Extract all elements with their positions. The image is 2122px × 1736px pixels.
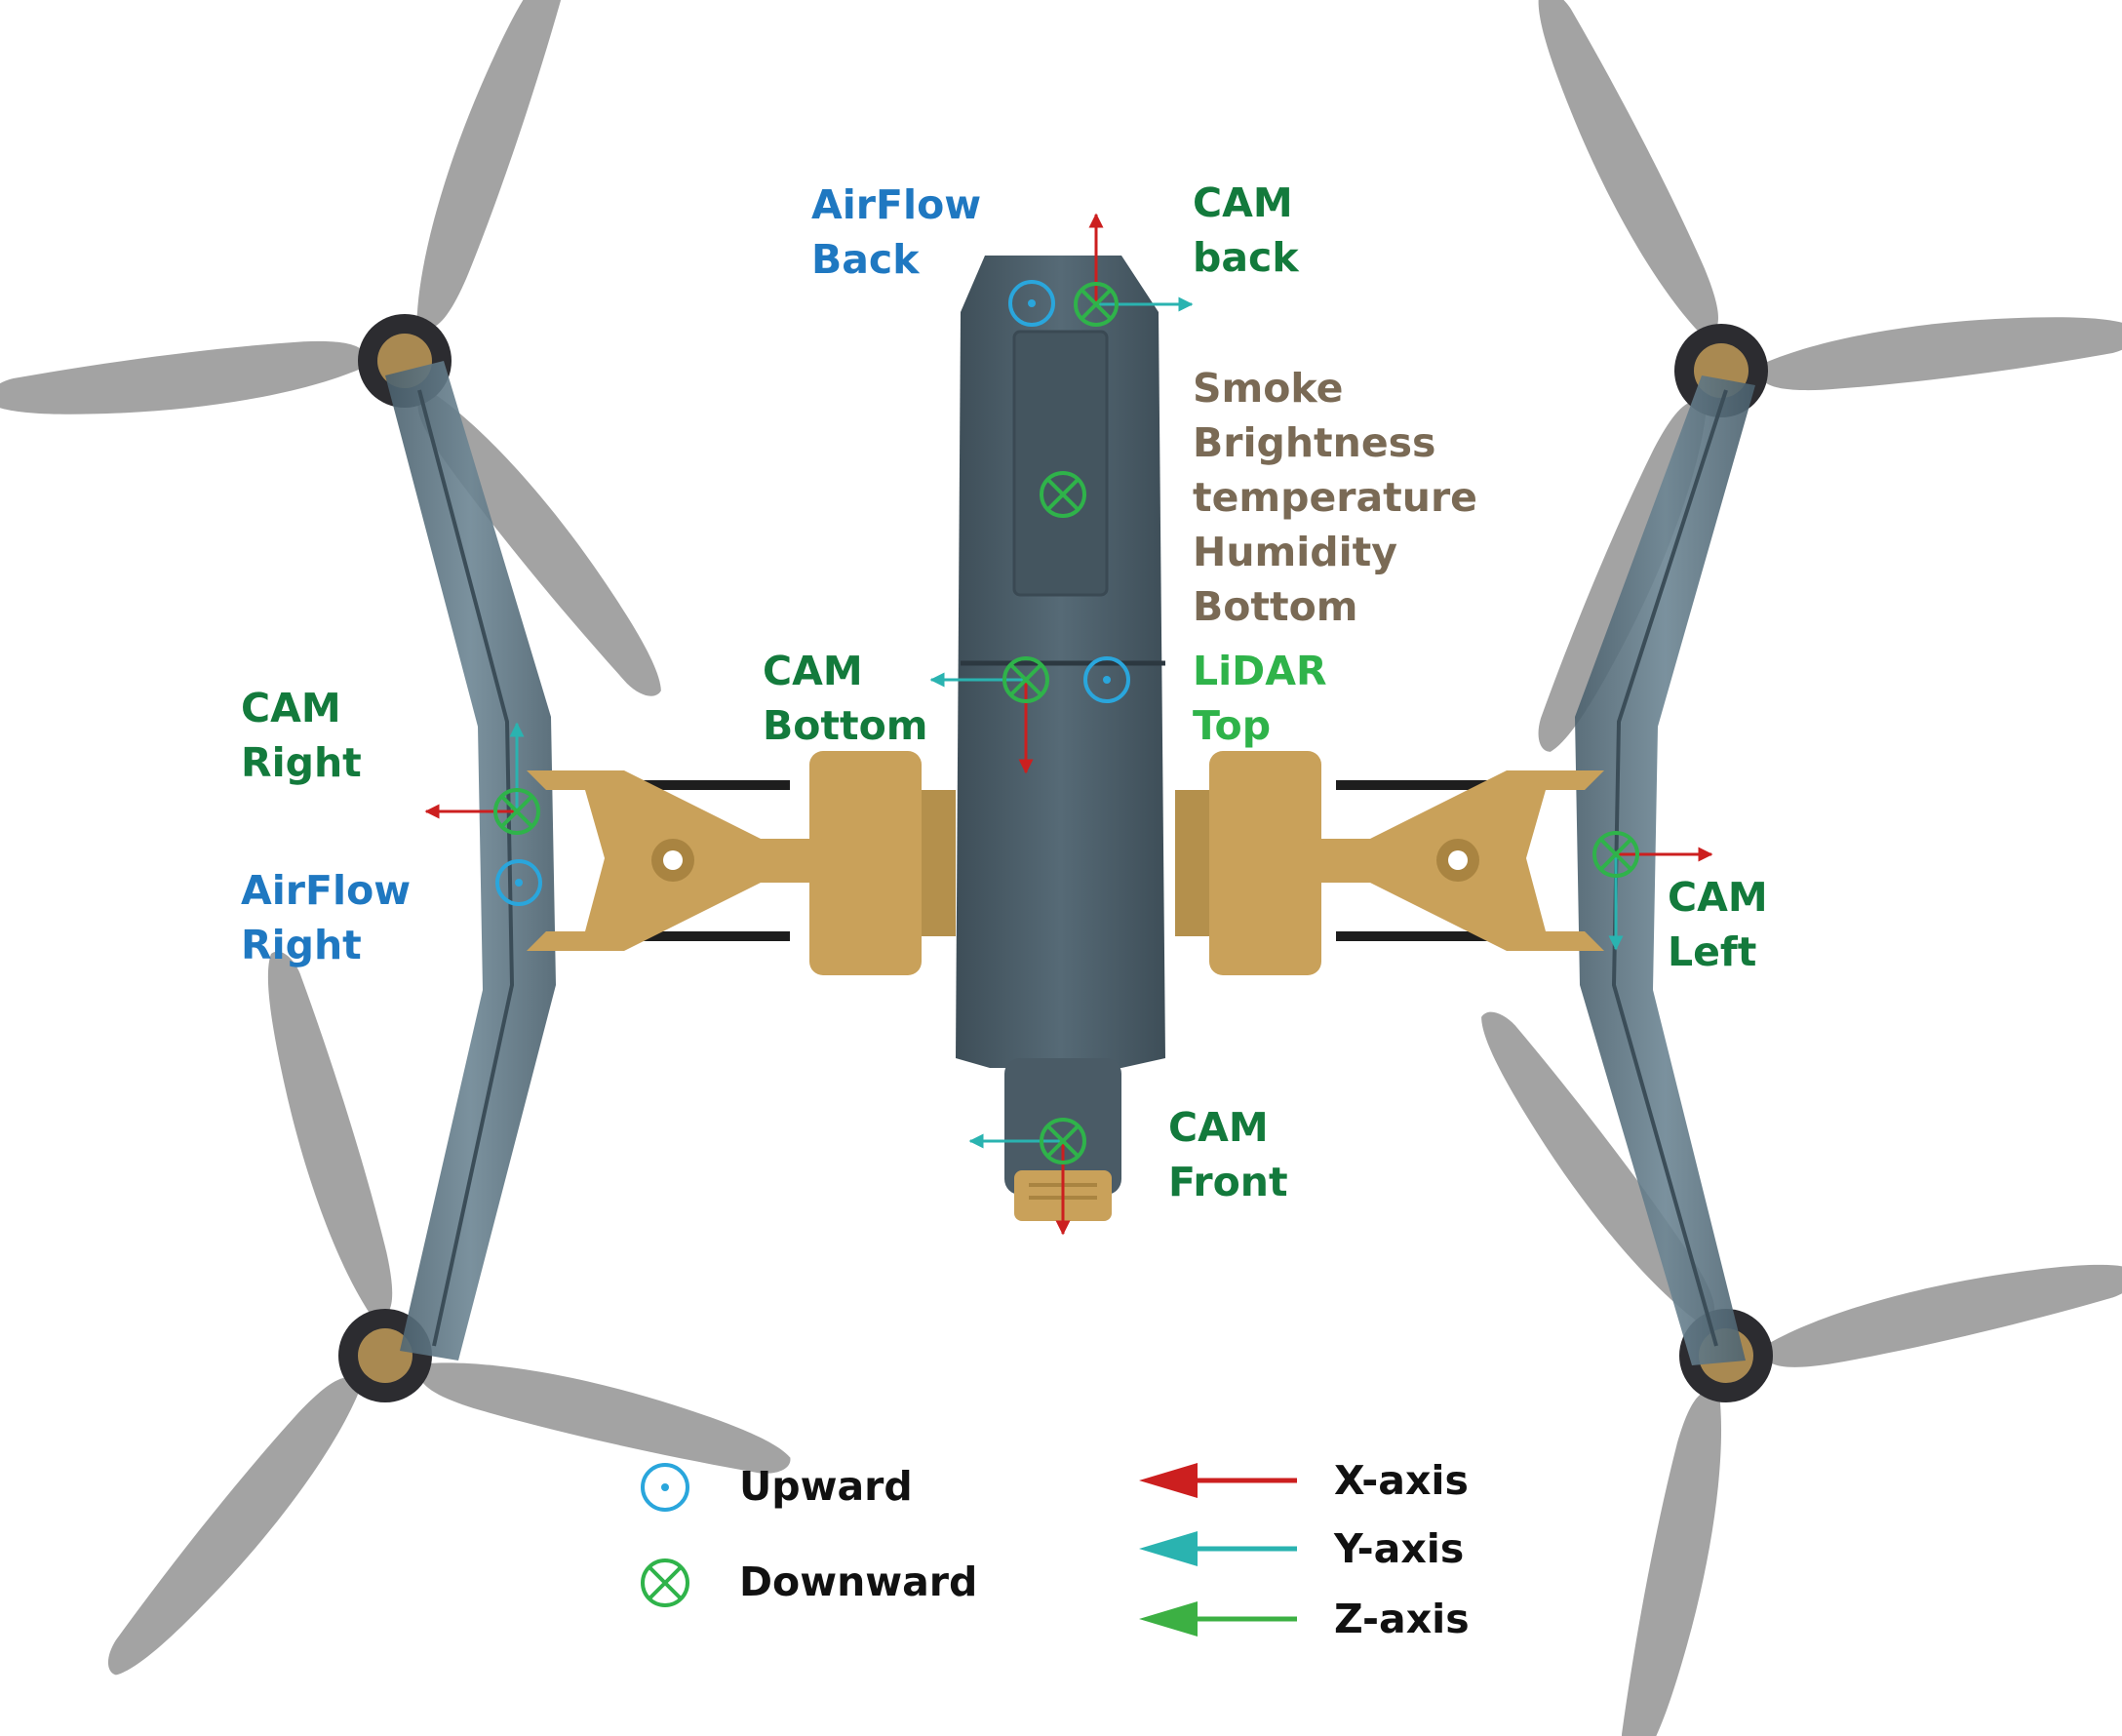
upward-dot-icon	[495, 859, 542, 906]
legend-x-axis-arrow-icon	[1139, 1463, 1297, 1498]
right-mount	[1175, 751, 1604, 975]
legend-upward-label: Upward	[739, 1463, 913, 1510]
legend-x-axis-label: X-axis	[1334, 1457, 1469, 1504]
upward-dot-icon	[1008, 280, 1055, 327]
legend-y-axis-arrow-icon	[1139, 1531, 1297, 1566]
upward-dot-icon	[1083, 656, 1130, 703]
propeller-top-left	[0, 0, 687, 707]
legend-downward-symbol	[641, 1558, 689, 1607]
main-body	[956, 256, 1165, 1221]
downward-cross-icon	[493, 788, 540, 835]
propeller-bottom-right	[1455, 1002, 2122, 1736]
left-mount	[527, 751, 956, 975]
legend-z-axis-label: Z-axis	[1334, 1596, 1470, 1642]
downward-cross-icon	[1040, 1118, 1086, 1164]
downward-cross-icon	[1002, 656, 1049, 703]
legend-y-axis-label: Y-axis	[1334, 1525, 1465, 1572]
downward-cross-icon	[1040, 471, 1086, 518]
legend-downward-label: Downward	[739, 1558, 978, 1605]
legend-z-axis-arrow-icon	[1139, 1601, 1297, 1637]
downward-cross-icon	[1592, 831, 1639, 878]
legend-upward-symbol	[641, 1463, 689, 1512]
downward-cross-icon	[1074, 282, 1119, 327]
left-arm	[385, 361, 556, 1361]
